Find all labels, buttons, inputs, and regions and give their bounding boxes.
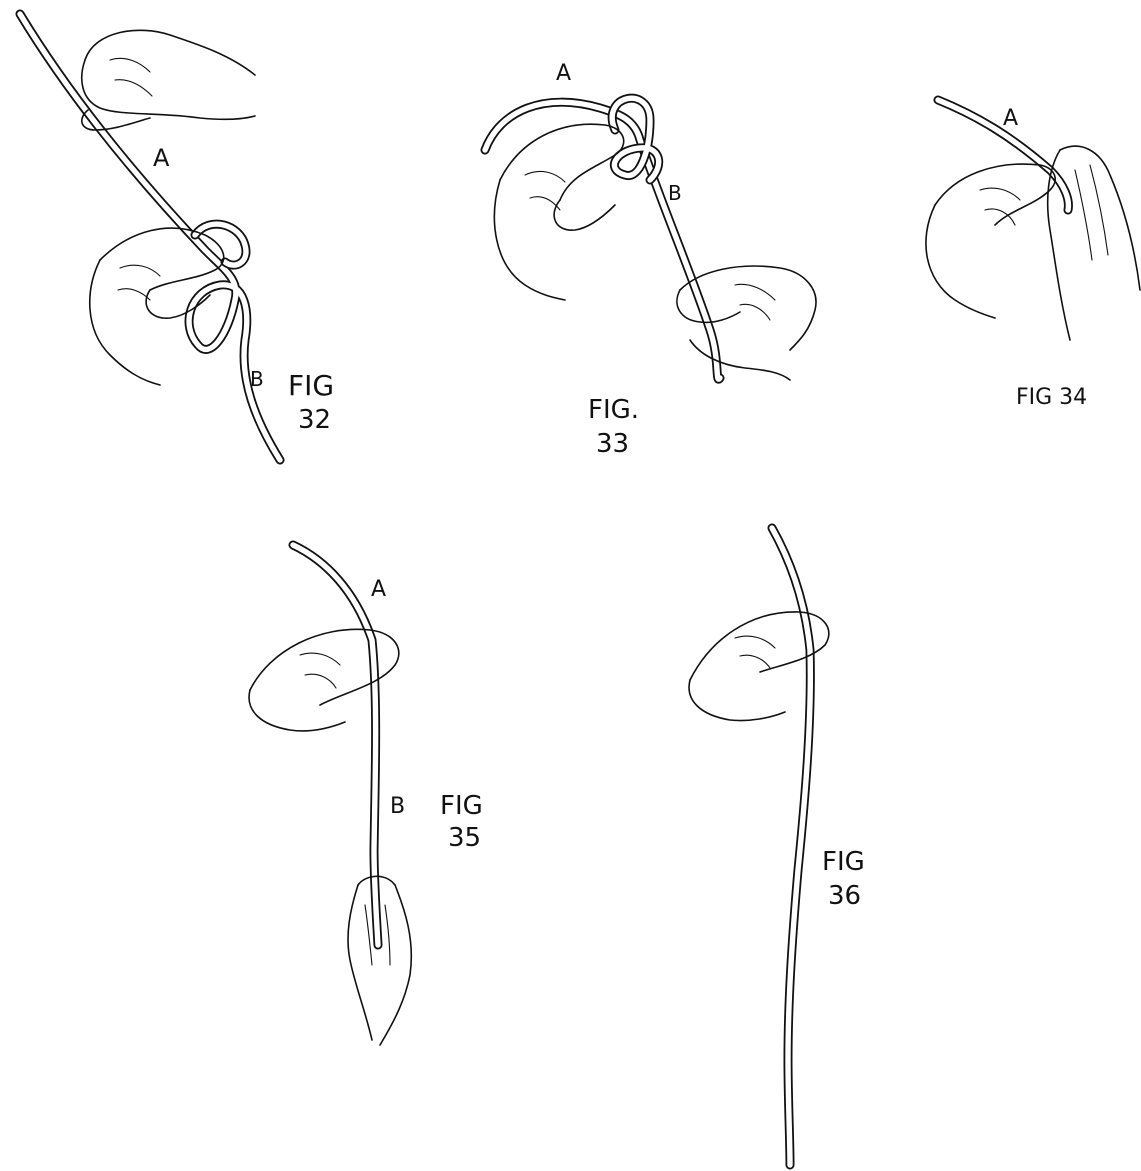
- end-a-label-35: A: [371, 577, 386, 602]
- figure-number-32: 32: [298, 405, 331, 435]
- figure-number-36: 36: [828, 881, 861, 911]
- figure-number-33: 33: [596, 429, 629, 459]
- rope-36: [772, 528, 810, 1165]
- left-hand-34: [926, 164, 1055, 318]
- figure-label-35: FIG: [440, 791, 483, 821]
- end-b-label-35: B: [390, 794, 405, 819]
- end-a-label-32: A: [153, 144, 170, 172]
- figure-36: FIG 36: [689, 528, 865, 1165]
- figure-label-34: FIG 34: [1016, 385, 1087, 410]
- end-a-label-34: A: [1003, 106, 1018, 131]
- right-hand-34: [1048, 146, 1140, 340]
- upper-hand-32: [82, 30, 255, 130]
- figure-label-36: FIG: [822, 847, 865, 877]
- figure-32: A B FIG 32: [20, 14, 334, 460]
- end-b-label-33: B: [668, 181, 682, 205]
- rope-35: [293, 545, 378, 945]
- left-hand-33: [494, 124, 623, 300]
- figure-label-33: FIG.: [588, 395, 639, 425]
- figure-33: A B FIG. 33: [485, 61, 816, 459]
- figure-number-35: 35: [448, 823, 481, 853]
- end-a-label-33: A: [556, 61, 571, 86]
- rope-32: [20, 14, 280, 460]
- rope-33: [485, 98, 720, 379]
- figure-label-32: FIG: [288, 369, 334, 402]
- figure-34: A FIG 34: [926, 100, 1140, 410]
- figure-35: A B FIG 35: [249, 545, 483, 1045]
- end-b-label-32: B: [250, 367, 264, 391]
